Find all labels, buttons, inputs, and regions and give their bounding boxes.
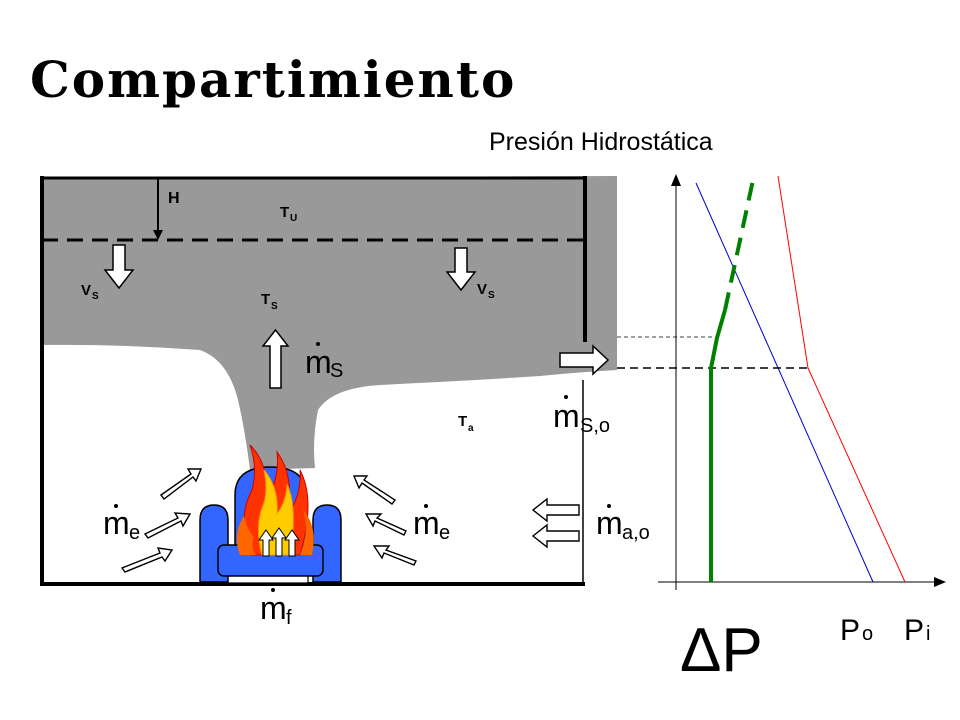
svg-text:m: m [413,505,440,541]
label-m-dot-e-left: m e [103,504,140,544]
page-title: Compartimiento [30,50,517,109]
descending-arrow-left [103,244,135,290]
fire-updraft-arrows [258,527,300,557]
entrainment-arrows-right [352,475,417,566]
svg-text:V: V [81,282,91,299]
y-axis-arrowhead [671,174,681,186]
svg-text:m: m [553,398,580,434]
svg-text:T: T [458,413,467,430]
pressure-outside-line [695,182,874,583]
svg-text:m: m [596,505,623,541]
svg-text:o: o [862,623,873,645]
chart-subtitle: Presión Hidrostática [489,128,713,156]
svg-text:f: f [286,607,292,629]
smoke-layer [40,176,617,470]
label-m-dot-s: m S [305,342,343,382]
svg-text:T: T [280,204,289,221]
x-axis-arrowhead [934,577,946,587]
height-marker-arrowhead [153,230,163,240]
label-m-dot-e-right: m e [413,504,450,544]
svg-text:T: T [261,291,270,308]
label-T-u: T U [280,204,297,224]
svg-text:U: U [290,213,297,224]
entrainment-arrows-left [120,468,203,573]
svg-text:e: e [439,522,450,544]
svg-text:a,o: a,o [622,522,650,544]
descending-arrow-right [445,247,477,292]
svg-text:S: S [330,360,343,382]
svg-text:e: e [129,522,140,544]
svg-text:P: P [840,614,860,647]
plume-arrow [261,328,290,389]
label-V-s-right: V S [477,281,495,301]
fire-flames [236,444,314,556]
smoke-outflow-arrow [559,344,610,376]
svg-text:m: m [260,590,287,626]
svg-text:a: a [468,423,474,434]
svg-text:V: V [477,281,487,298]
label-p-i: P i [904,614,930,647]
svg-text:P: P [904,614,924,647]
air-inflow-arrows [531,497,580,549]
svg-text:S: S [488,290,495,301]
label-T-a: T a [458,413,474,434]
label-m-dot-s-o: m S,o [553,395,610,437]
svg-text:m: m [103,505,130,541]
pressure-plot: ΔP P o P i [617,174,946,685]
label-H: H [168,190,180,207]
svg-text:i: i [926,623,930,645]
svg-text:m: m [305,344,332,380]
label-T-s: T S [261,291,278,312]
label-m-dot-a-o: m a,o [596,504,650,544]
svg-text:S: S [271,301,278,312]
delta-p-dashed-line [723,179,755,311]
svg-text:S: S [92,291,99,302]
label-delta-p: ΔP [680,616,763,685]
label-p-o: P o [840,614,873,647]
pressure-inside-line [777,175,906,583]
delta-p-solid-line [709,309,727,582]
svg-text:S,o: S,o [580,415,610,437]
label-V-s-left: V S [81,282,99,302]
label-m-dot-f: m f [260,588,292,629]
